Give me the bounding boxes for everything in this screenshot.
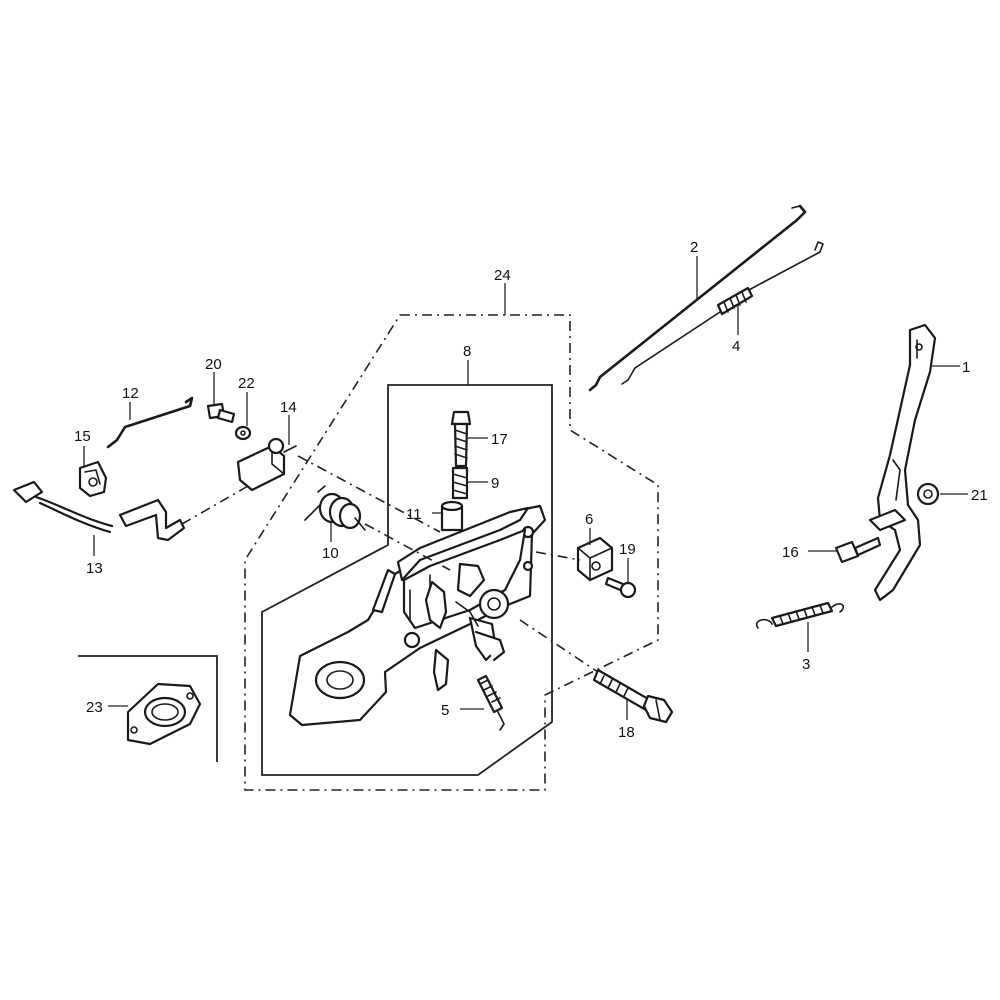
bolt-18-part	[592, 668, 674, 724]
callout-17: 17	[491, 431, 508, 448]
connector-harness-switch	[181, 485, 249, 525]
collar-11-part	[440, 500, 464, 532]
nut-21-part	[916, 482, 940, 506]
spring-9-part	[451, 466, 469, 500]
callout-1: 1	[962, 359, 970, 376]
switch-14-part	[236, 437, 297, 492]
connector-bolt18-plate	[519, 619, 599, 673]
callout-15: 15	[74, 428, 91, 445]
callout-19: 19	[619, 541, 636, 558]
callout-18: 18	[618, 724, 635, 741]
bolt-16-part	[834, 536, 882, 564]
spring-10-part	[304, 485, 366, 531]
wire-harness-part	[12, 480, 186, 542]
callout-23: 23	[86, 699, 103, 716]
callout-20: 20	[205, 356, 222, 373]
group-24-outline	[244, 314, 659, 791]
lever-assembly	[424, 562, 510, 692]
throttle-rod-part	[621, 241, 824, 385]
callout-21: 21	[971, 487, 988, 504]
gasket-23-part	[126, 682, 202, 746]
callout-6: 6	[585, 511, 593, 528]
callout-2: 2	[690, 239, 698, 256]
connector-spring-plate	[364, 523, 451, 571]
callout-14: 14	[280, 399, 297, 416]
block-6-part	[576, 536, 614, 582]
spring-5-part	[476, 674, 505, 731]
gasket-frame	[78, 655, 218, 762]
governor-spring-part	[755, 601, 845, 629]
control-base-plate	[288, 504, 547, 727]
connector-block6-plate	[535, 551, 581, 561]
group-8-frame	[261, 384, 553, 776]
connector-switch-plate	[297, 455, 441, 533]
callout-8: 8	[463, 343, 471, 360]
callout-22: 22	[238, 375, 255, 392]
screw-20-part	[206, 402, 236, 424]
callout-24: 24	[494, 267, 511, 284]
callout-3: 3	[802, 656, 810, 673]
callout-16: 16	[782, 544, 799, 561]
callout-12: 12	[122, 385, 139, 402]
bolt-17-part	[450, 410, 472, 468]
callout-4: 4	[732, 338, 740, 355]
callout-13: 13	[86, 560, 103, 577]
clip-15-part	[78, 460, 108, 498]
callout-9: 9	[491, 475, 499, 492]
governor-rod-part	[588, 204, 807, 392]
callout-11: 11	[406, 506, 422, 523]
callout-5: 5	[441, 702, 449, 719]
screw-19-part	[604, 576, 637, 599]
washer-22-part	[234, 425, 252, 441]
choke-rod-part	[106, 396, 194, 449]
governor-arm-part	[868, 323, 937, 602]
callout-10: 10	[322, 545, 339, 562]
